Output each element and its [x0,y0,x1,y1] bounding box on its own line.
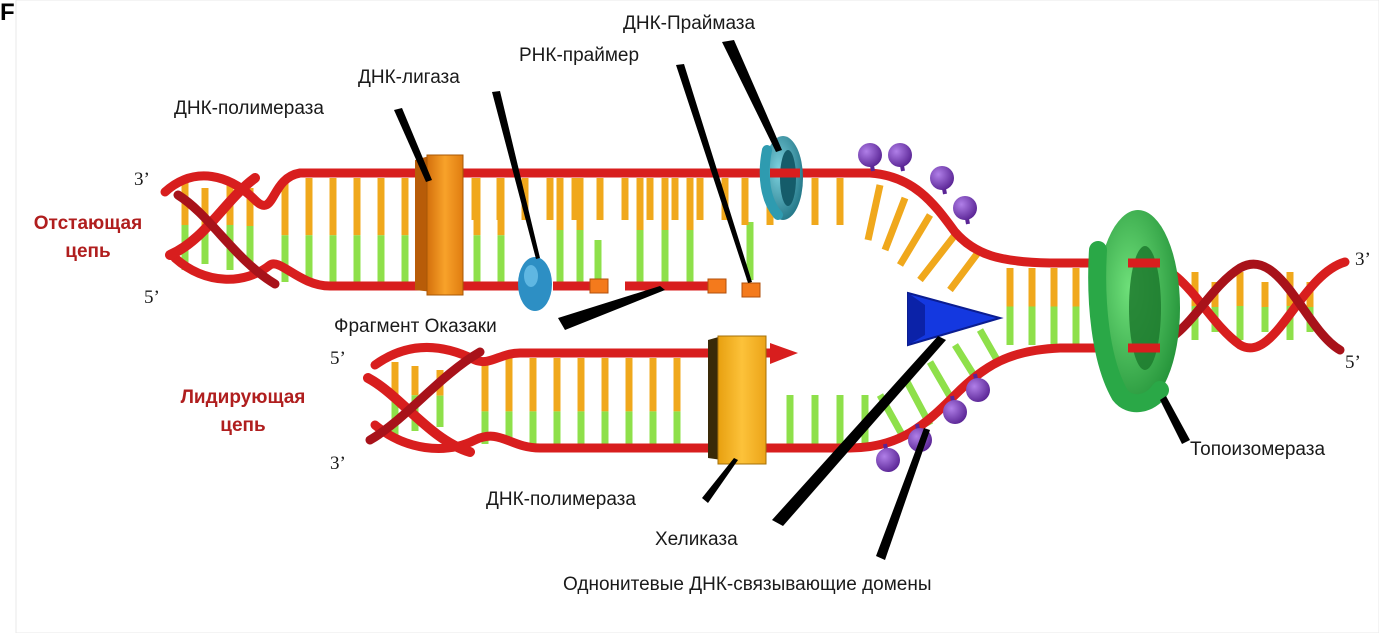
rna-primer-block-2 [708,279,726,293]
label-lagging-strand-1: Отстающая [34,213,142,234]
dna-polymerase-leading [708,336,766,464]
label-dna-polymerase-bottom: ДНК-полимераза [486,489,636,510]
end-leading-3: 3’ [330,453,346,474]
end-right-3: 3’ [1355,249,1371,270]
end-lagging-3: 3’ [134,169,150,190]
label-lagging-strand-2: цепь [65,241,110,262]
label-dna-ligase: ДНК-лигаза [358,67,460,88]
label-leading-strand-2: цепь [220,415,265,436]
end-right-5: 5’ [1345,352,1361,373]
label-rna-primer: РНК-праймер [519,45,639,66]
label-topoisomerase: Топоизомераза [1190,439,1325,460]
label-ssb: Однонитевые ДНК-связывающие домены [563,574,932,595]
rna-primer-block-3 [742,283,760,297]
label-dna-polymerase-top: ДНК-полимераза [174,98,324,119]
label-helicase: Хеликаза [655,529,738,550]
label-leading-strand-1: Лидирующая [181,387,306,408]
rna-primer-block-1 [590,279,608,293]
label-dna-primase: ДНК-Праймаза [623,13,756,34]
label-okazaki-fragment: Фрагмент Оказаки [334,316,497,337]
end-lagging-5: 5’ [144,287,160,308]
dna-polymerase-lagging [415,155,463,295]
dna-primase-ring [763,136,803,220]
end-leading-5: 5’ [330,348,346,369]
dna-ligase [518,257,552,311]
corner-letter: F [0,0,15,26]
